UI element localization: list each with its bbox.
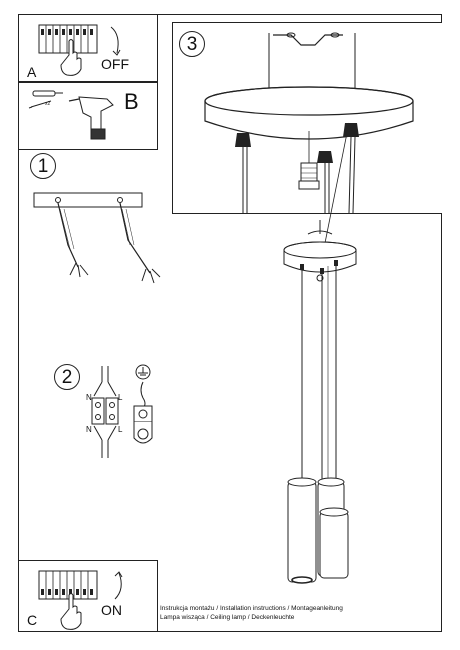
screw-icon bbox=[28, 90, 63, 109]
screw-count: x2 bbox=[45, 101, 51, 107]
canopy-detail-illustration bbox=[204, 32, 414, 254]
wire-n-bottom: N bbox=[86, 425, 92, 434]
breaker-box-icon bbox=[38, 570, 123, 630]
terminal-block-icon bbox=[91, 366, 119, 458]
step-2-number: 2 bbox=[54, 364, 80, 390]
breaker-box-icon bbox=[38, 24, 121, 76]
panel-b-tools: x2 B bbox=[18, 82, 158, 150]
panel-c-power-on: C ON bbox=[18, 560, 158, 632]
panel-c-label: C bbox=[27, 612, 38, 628]
off-label: OFF bbox=[101, 56, 129, 72]
on-label: ON bbox=[101, 602, 122, 618]
caption-line-1: Instrukcja montażu / Installation instru… bbox=[160, 605, 343, 612]
wire-l-top: L bbox=[118, 393, 123, 402]
panel-a-label: A bbox=[27, 64, 37, 80]
drill-icon: x2 bbox=[28, 90, 114, 140]
caption-line-2: Lampa wisząca / Ceiling lamp / Deckenleu… bbox=[160, 614, 295, 621]
ground-terminal-icon bbox=[133, 364, 153, 444]
page-frame bbox=[18, 14, 442, 632]
step-1-number: 1 bbox=[30, 153, 56, 179]
ceiling-lamp-illustration bbox=[283, 220, 357, 584]
ceiling-wires-illustration bbox=[33, 192, 161, 284]
step-3-panel: 3 bbox=[172, 22, 442, 254]
panel-b-label: B bbox=[124, 89, 139, 114]
panel-a-power-off: A OFF bbox=[18, 14, 158, 82]
wire-n-top: N bbox=[86, 393, 92, 402]
step-3-number: 3 bbox=[179, 31, 205, 57]
wire-l-bottom: L bbox=[118, 425, 123, 434]
